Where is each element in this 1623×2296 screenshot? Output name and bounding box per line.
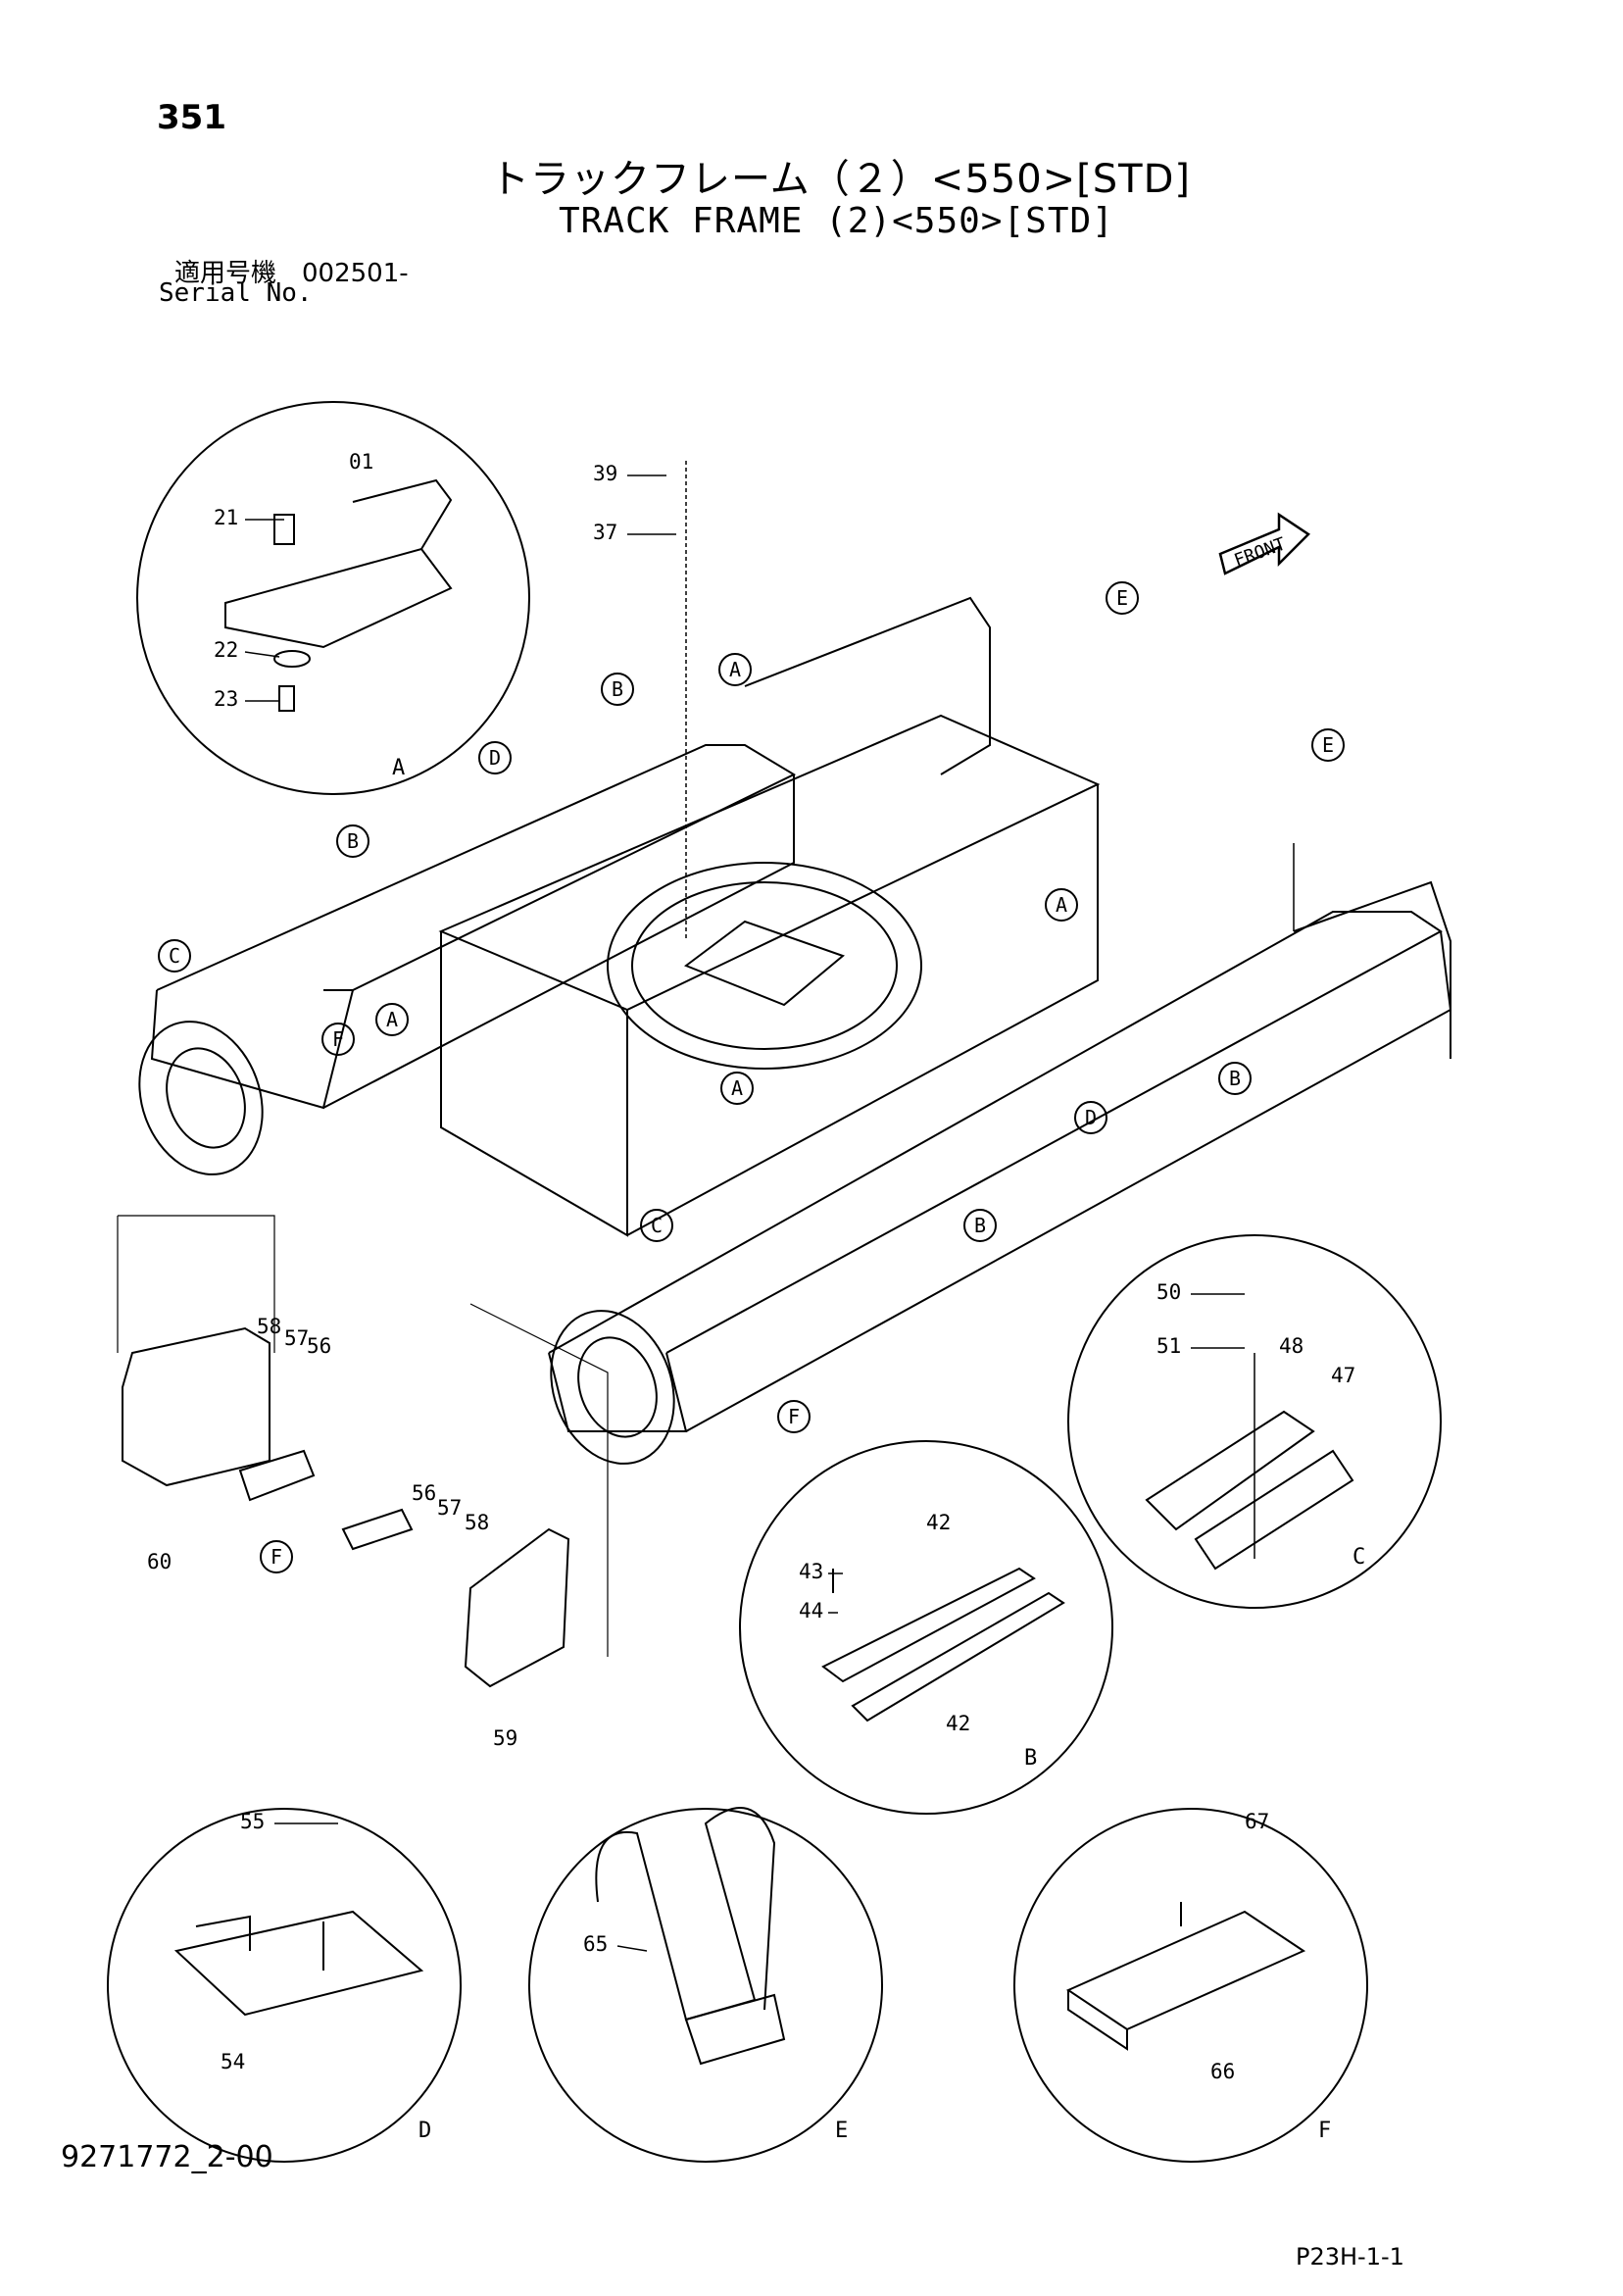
- detail-circle-a: [136, 401, 530, 795]
- callout-a-1: A: [729, 658, 741, 681]
- part-21: 21: [214, 506, 238, 529]
- callout-d-2: D: [1085, 1106, 1097, 1129]
- page-title-japanese: トラックフレーム（２）<550>[STD]: [490, 157, 1192, 202]
- page-code: P23H-1-1: [1296, 2243, 1404, 2271]
- part-57-right: 57: [437, 1496, 462, 1520]
- callout-f-3: F: [270, 1545, 282, 1569]
- detail-circle-d: [107, 1808, 462, 2163]
- part-42-bottom: 42: [946, 1712, 970, 1735]
- callout-e-1: E: [1116, 586, 1128, 610]
- part-number-labels: 01 21 22 23 37 39 42 42 43 44 47 48 50 5…: [147, 450, 1355, 2083]
- part-65: 65: [583, 1932, 608, 1956]
- part-22: 22: [214, 638, 238, 662]
- callout-e-2: E: [1322, 733, 1334, 757]
- callout-letters: B A B D C A F A B A D B C F E E F: [169, 586, 1334, 1569]
- page-title-english: TRACK FRAME (2)<550>[STD]: [559, 201, 1114, 241]
- detail-d-letter: D: [418, 2119, 431, 2143]
- cover-assembly-left: [117, 1215, 316, 1502]
- callout-a-3: A: [1056, 893, 1067, 917]
- part-42-top: 42: [926, 1511, 951, 1534]
- track-frame-drawing: [138, 461, 1452, 1465]
- callout-c-1: C: [169, 944, 180, 968]
- leader-lines: [244, 474, 1245, 1952]
- part-39: 39: [593, 462, 617, 485]
- serial-label-japanese: 適用号機 002501-: [174, 259, 409, 288]
- callout-b-2: B: [347, 829, 359, 853]
- callout-c-2: C: [651, 1214, 663, 1237]
- callout-a-2: A: [386, 1008, 398, 1031]
- part-58-right: 58: [465, 1511, 489, 1534]
- part-51: 51: [1156, 1334, 1181, 1358]
- part-48: 48: [1279, 1334, 1303, 1358]
- page-number: 351: [157, 98, 226, 137]
- callout-b-3: B: [1229, 1067, 1241, 1090]
- front-label: FRONT: [1232, 533, 1289, 571]
- detail-a-letter: A: [392, 756, 405, 780]
- detail-circle-f: [1013, 1808, 1368, 2163]
- part-59: 59: [493, 1726, 517, 1750]
- part-55: 55: [240, 1810, 265, 1833]
- callout-d-1: D: [489, 746, 501, 770]
- detail-c-letter: C: [1352, 1545, 1365, 1570]
- detail-circle-c: [1067, 1234, 1442, 1609]
- part-44: 44: [799, 1599, 823, 1622]
- part-01: 01: [349, 450, 373, 474]
- part-66: 66: [1210, 2060, 1235, 2083]
- serial-label-english: Serial No.: [159, 278, 313, 308]
- detail-e-letter: E: [835, 2119, 848, 2143]
- part-43: 43: [799, 1560, 823, 1583]
- document-number: 9271772_2-00: [61, 2140, 273, 2174]
- part-57-left: 57: [284, 1326, 309, 1350]
- front-direction-badge: FRONT: [1218, 512, 1310, 575]
- cover-assembly-right: [341, 1303, 609, 1688]
- callout-b-4: B: [974, 1214, 986, 1237]
- callout-bubbles: [158, 581, 1345, 1573]
- detail-b-letter: B: [1024, 1746, 1037, 1771]
- detail-circle-e: [528, 1807, 883, 2163]
- detail-f-letter: F: [1318, 2119, 1331, 2143]
- part-56-right: 56: [412, 1481, 436, 1505]
- part-37: 37: [593, 521, 617, 544]
- part-58-left: 58: [257, 1315, 281, 1338]
- callout-f-2: F: [788, 1405, 800, 1428]
- part-47: 47: [1331, 1364, 1355, 1387]
- part-60: 60: [147, 1550, 172, 1573]
- part-23: 23: [214, 687, 238, 711]
- part-56-left: 56: [307, 1334, 331, 1358]
- callout-a-4: A: [731, 1076, 743, 1100]
- part-54: 54: [221, 2050, 245, 2073]
- detail-circle-b: [739, 1440, 1113, 1815]
- callout-f-1: F: [332, 1027, 344, 1051]
- part-50: 50: [1156, 1280, 1181, 1304]
- detail-circle-letters: A B C D E F: [392, 756, 1365, 2143]
- callout-b-1: B: [612, 677, 623, 701]
- part-67: 67: [1245, 1810, 1269, 1833]
